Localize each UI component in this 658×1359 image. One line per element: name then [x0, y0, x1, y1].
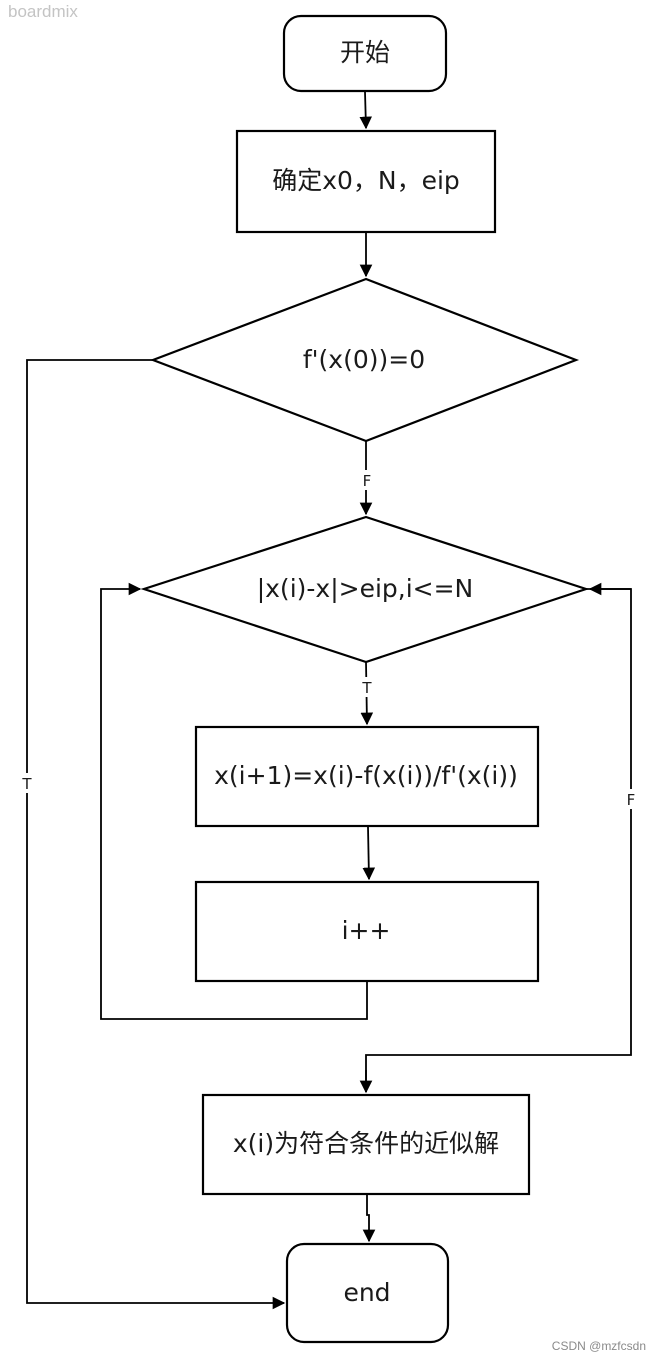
newton-step-label: x(i+1)=x(i)-f(x(i))/f'(x(i)) — [214, 761, 518, 790]
edge-start-to-init — [359, 91, 372, 130]
edges — [26, 91, 632, 1310]
label-check-false: F — [363, 472, 372, 490]
increment-label: i++ — [342, 916, 391, 945]
node-newton-step: x(i+1)=x(i)-f(x(i))/f'(x(i)) — [194, 725, 540, 828]
label-check-true: T — [21, 775, 32, 793]
check-derivative-label: f'(x(0))=0 — [303, 345, 425, 374]
edge-labels: F T T F — [18, 470, 640, 809]
label-loop-true: T — [361, 679, 372, 697]
edge-step-to-increment — [362, 826, 376, 881]
node-check-derivative: f'(x(0))=0 — [149, 277, 580, 443]
edge-check-true-to-end — [26, 359, 286, 1310]
loop-condition-label: |x(i)-x|>eip,i<=N — [257, 574, 474, 603]
watermark-boardmix: boardmix — [8, 2, 78, 21]
end-label: end — [343, 1278, 390, 1307]
edge-increment-back-to-loop — [100, 582, 368, 1020]
watermark-csdn: CSDN @mzfcsdn — [551, 1339, 646, 1353]
edge-loop-false-to-result — [365, 588, 632, 1092]
init-label: 确定x0，N，eip — [272, 166, 460, 195]
node-end: end — [285, 1242, 450, 1344]
label-loop-false: F — [627, 791, 636, 809]
start-label: 开始 — [340, 38, 390, 67]
node-increment: i++ — [194, 880, 540, 983]
node-loop-condition: |x(i)-x|>eip,i<=N — [140, 515, 590, 664]
node-result: x(i)为符合条件的近似解 — [201, 1093, 531, 1196]
result-label: x(i)为符合条件的近似解 — [233, 1129, 499, 1158]
node-start: 开始 — [282, 14, 448, 93]
node-init: 确定x0，N，eip — [235, 129, 497, 234]
edge-result-to-end — [362, 1195, 376, 1243]
